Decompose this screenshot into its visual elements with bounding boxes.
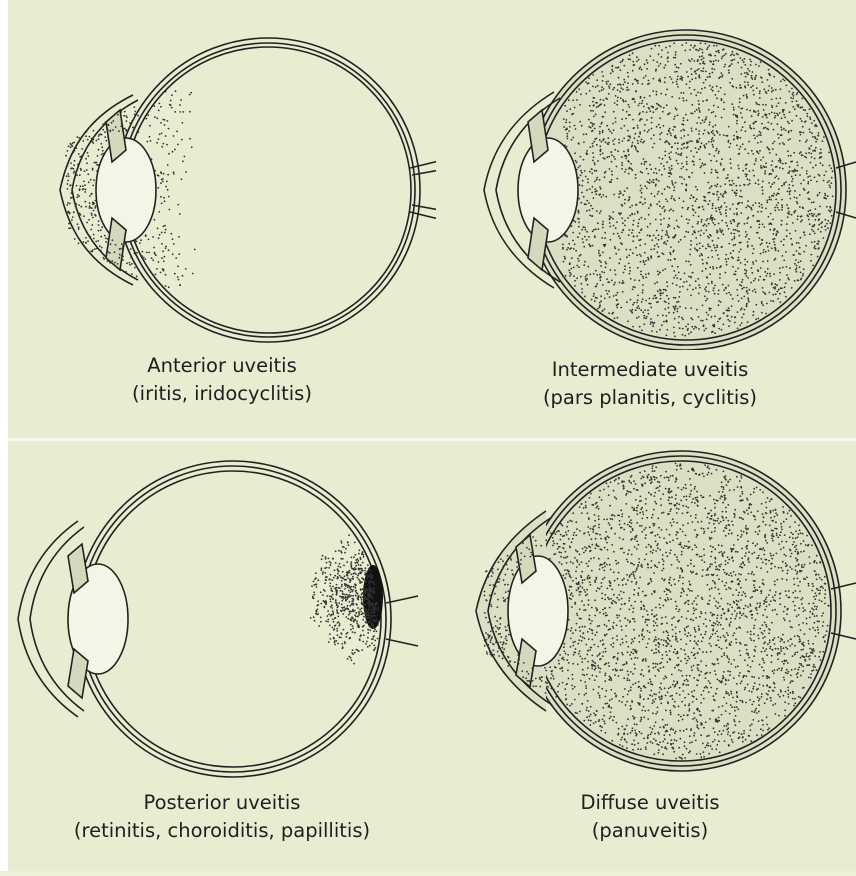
caption-anterior: Anterior uveitis (iritis, iridocyclitis) (8, 352, 436, 408)
eye-diagram-anterior (8, 0, 436, 350)
eye-diagram-posterior (8, 441, 436, 791)
panel-posterior-uveitis: Posterior uveitis (retinitis, choroiditi… (8, 441, 436, 876)
eye-diagram-intermediate (436, 0, 856, 350)
panel-intermediate-uveitis: Intermediate uveitis (pars planitis, cyc… (436, 0, 856, 435)
caption-title: Intermediate uveitis (436, 356, 856, 384)
caption-title: Anterior uveitis (8, 352, 436, 380)
caption-posterior: Posterior uveitis (retinitis, choroiditi… (8, 789, 436, 845)
caption-subtitle: (panuveitis) (436, 817, 856, 845)
caption-title: Diffuse uveitis (436, 789, 856, 817)
caption-subtitle: (pars planitis, cyclitis) (436, 384, 856, 412)
eye-diagram-diffuse (436, 441, 856, 791)
caption-subtitle: (retinitis, choroiditis, papillitis) (8, 817, 436, 845)
panel-divider (8, 438, 856, 441)
panel-anterior-uveitis: Anterior uveitis (iritis, iridocyclitis) (8, 0, 436, 435)
caption-intermediate: Intermediate uveitis (pars planitis, cyc… (436, 356, 856, 412)
caption-title: Posterior uveitis (8, 789, 436, 817)
panel-diffuse-uveitis: Diffuse uveitis (panuveitis) (436, 441, 856, 876)
caption-diffuse: Diffuse uveitis (panuveitis) (436, 789, 856, 845)
caption-subtitle: (iritis, iridocyclitis) (8, 380, 436, 408)
